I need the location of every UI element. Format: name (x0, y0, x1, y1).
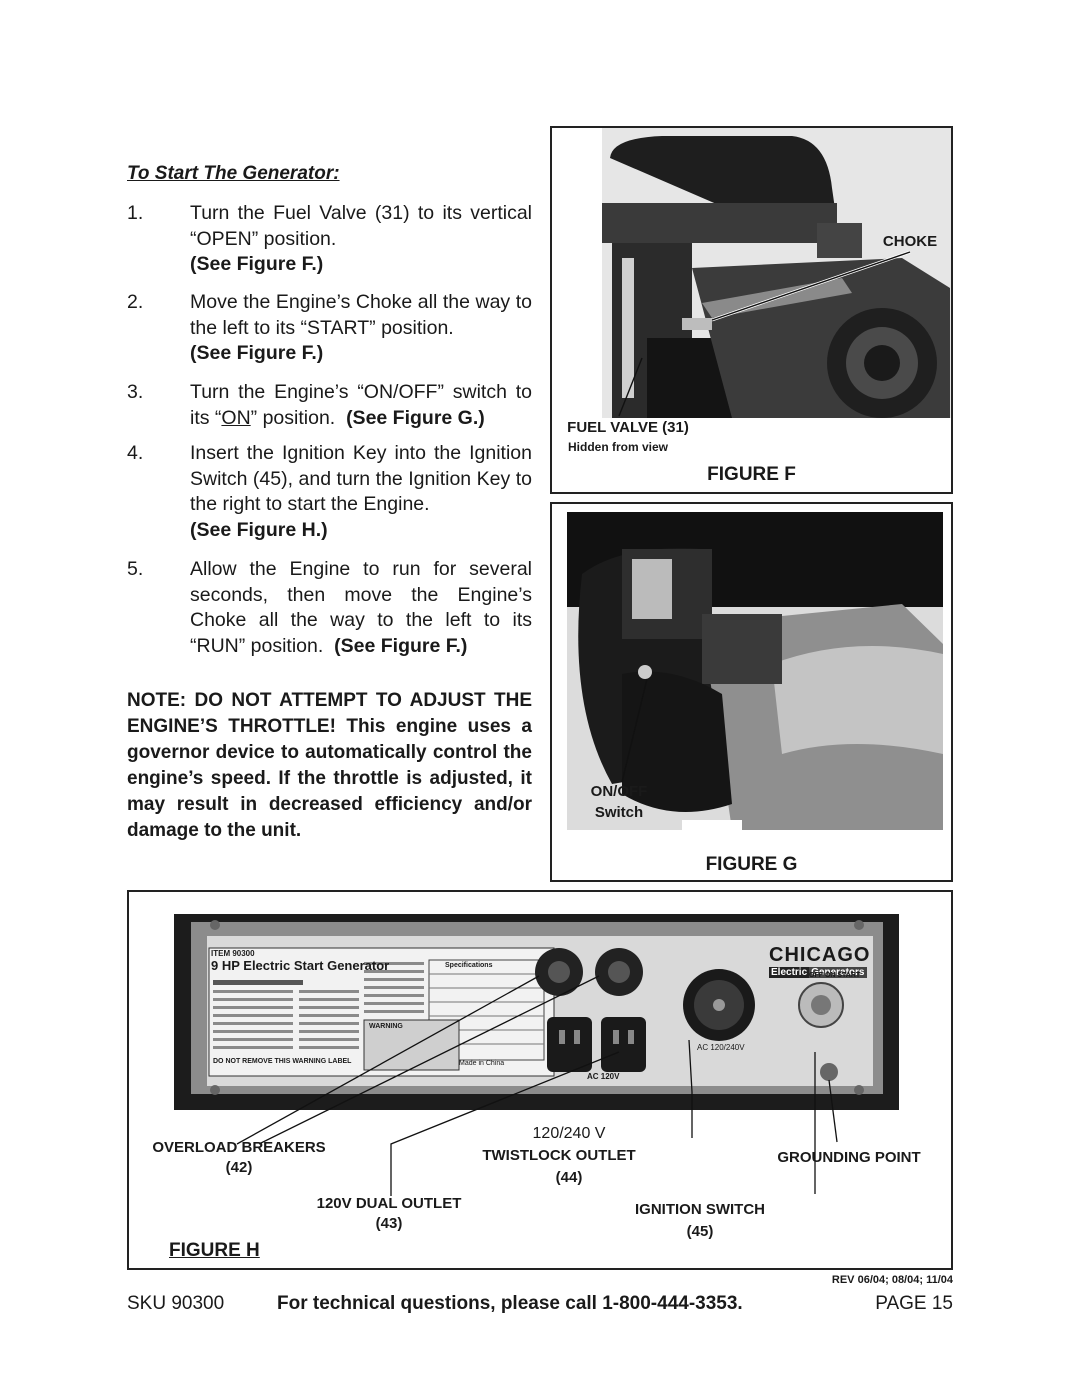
ignition-switch-number: (45) (686, 1223, 714, 1240)
panel-brand: CHICAGO (769, 944, 871, 966)
twistlock-label: TWISTLOCK OUTLET (482, 1147, 636, 1164)
figure-g-caption: FIGURE G (705, 854, 798, 875)
step-text: Insert the Ignition Key into the Ignitio… (190, 442, 532, 515)
panel-warning-footer: DO NOT REMOVE THIS WARNING LABEL (213, 1058, 352, 1065)
figure-h-caption: FIGURE H (169, 1240, 260, 1261)
panel-brand-electric: Electric (769, 967, 810, 978)
panel-item-number: ITEM 90300 (211, 949, 255, 958)
twistlock-voltage: 120/240 V (532, 1125, 606, 1142)
panel-ac240: AC 120/240V (697, 1043, 745, 1052)
panel-made-in: Made in China (459, 1060, 505, 1067)
figure-h-photo (174, 914, 899, 1196)
step-text-underlined: ON (221, 406, 251, 429)
on-off-label: ON/OFF (590, 783, 648, 800)
figure-f-photo (602, 128, 951, 418)
dual-outlet-number: (43) (375, 1215, 403, 1232)
step-1: 1. Turn the Fuel Valve (31) to its verti… (127, 201, 532, 278)
throttle-note: NOTE: DO NOT ATTEMPT TO ADJUST THE ENGIN… (127, 690, 532, 841)
step-2: 2. Move the Engine’s Choke all the way t… (127, 290, 532, 367)
see-figure-ref: (See Figure F.) (334, 634, 468, 657)
step-text: ” position. (250, 406, 336, 429)
step-text: Allow the Engine to run for several seco… (190, 558, 532, 657)
step-4: 4. Insert the Ignition Key into the Igni… (127, 441, 532, 543)
see-figure-ref: (See Figure G.) (346, 406, 485, 429)
dual-outlet-label: 120V DUAL OUTLET (316, 1195, 462, 1212)
on-off-sublabel: Switch (594, 804, 644, 821)
step-number: 3. (127, 381, 144, 403)
panel-ignition-marks: OFF ON START (809, 972, 861, 979)
step-text: Turn the Engine’s “ON/OFF” switch to its… (190, 381, 532, 429)
revision-note: REV 06/04; 08/04; 11/04 (831, 1274, 953, 1286)
step-number: 5. (127, 558, 144, 580)
ignition-switch-label: IGNITION SWITCH (635, 1201, 765, 1218)
footer-page-number: PAGE 15 (875, 1293, 953, 1314)
step-text: Move the Engine’s Choke all the way to t… (190, 291, 532, 339)
footer-sku: SKU 90300 (127, 1293, 225, 1314)
see-figure-ref: (See Figure H.) (190, 518, 328, 541)
panel-specs-title: Specifications (445, 962, 493, 969)
step-number: 1. (127, 202, 144, 224)
panel-title: 9 HP Electric Start Generator (211, 958, 390, 973)
figure-f-caption: FIGURE F (707, 464, 796, 485)
figure-f: CHOKE FUEL VALVE (31) Hidden from view F… (550, 126, 953, 494)
panel-warning-tag: WARNING (369, 1023, 403, 1030)
step-number: 2. (127, 291, 144, 313)
overload-breakers-label: OVERLOAD BREAKERS (152, 1139, 326, 1156)
see-figure-ref: (See Figure F.) (190, 342, 324, 364)
footer-phone: For technical questions, please call 1-8… (277, 1293, 743, 1314)
section-heading: To Start The Generator: (127, 163, 340, 184)
twistlock-number: (44) (555, 1169, 583, 1186)
fuel-valve-label: FUEL VALVE (31) (567, 419, 689, 436)
see-figure-ref: (See Figure F.) (190, 253, 324, 275)
step-number: 4. (127, 442, 144, 464)
step-3: 3. Turn the Engine’s “ON/OFF” switch to … (127, 380, 532, 431)
panel-brand-generators: Generators (809, 967, 867, 978)
step-text: Turn the Fuel Valve (31) to its vertical… (190, 202, 532, 250)
figure-g: ON/OFF Switch FIGURE G (550, 502, 953, 882)
step-5: 5. Allow the Engine to run for several s… (127, 557, 532, 659)
panel-ac120: AC 120V (587, 1072, 620, 1081)
choke-label: CHOKE (882, 233, 938, 250)
figure-h: ITEM 90300 9 HP Electric Start Generator… (127, 890, 953, 1270)
overload-breakers-number: (42) (225, 1159, 253, 1176)
figure-g-photo (552, 504, 951, 880)
grounding-point-label: GROUNDING POINT (777, 1149, 921, 1166)
fuel-valve-sublabel: Hidden from view (567, 440, 668, 454)
